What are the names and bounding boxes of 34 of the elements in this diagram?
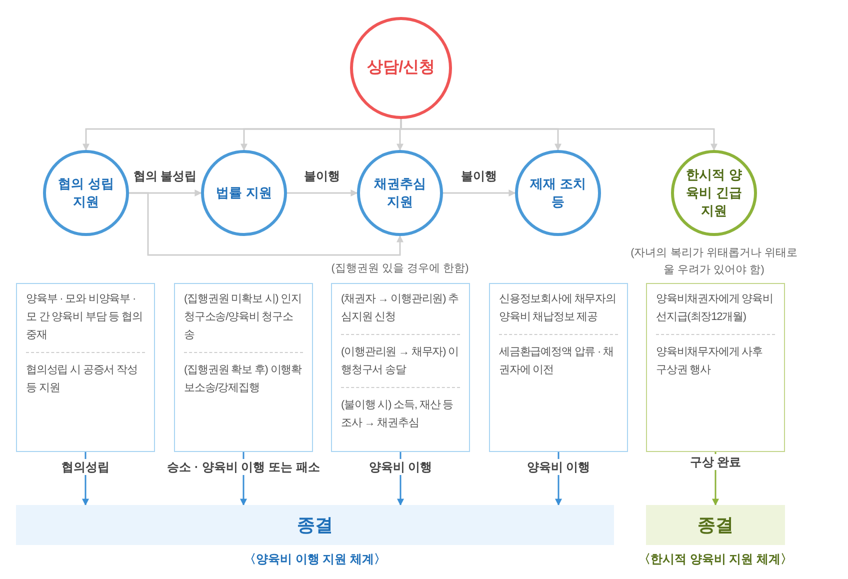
description-text: 양육부 · 모와 비양육부 · 모 간 양육비 부담 등 협의 중재 <box>26 292 144 343</box>
description-text: 협의성립 시 공증서 작성 등 지원 <box>26 363 138 396</box>
info-card <box>331 283 470 452</box>
description-text: (이행관리원 → 채무자) 이행청구서 송달 <box>341 345 460 378</box>
description-text: 양육비채권자에게 양육비 선지급(최장12개월) <box>656 292 774 325</box>
description-text: 양육비채무자에게 사후 구상권 행사 <box>656 345 764 378</box>
edge-label: 양육비 이행 <box>368 460 432 474</box>
caption-text: 〈양육비 이행 지원 체계〉 <box>244 551 386 568</box>
edge-label: 승소 · 양육비 이행 또는 패소 <box>167 460 320 474</box>
arrow <box>400 119 718 151</box>
info-card <box>174 283 313 452</box>
info-card <box>646 283 785 452</box>
description-text: 신용정보회사에 채무자의 양육비 채납정보 제공 <box>499 292 617 325</box>
arrow <box>443 190 516 196</box>
description-text: (채권자 → 이행관리원) 추심지원 신청 <box>341 292 460 325</box>
caption-text: (자녀의 복리가 위태롭거나 위태로울 우려가 있어야 함) <box>630 246 798 278</box>
edge-label: 양육비 이행 <box>526 460 590 474</box>
description-text: 세금환급예정액 압류 · 채권자에 이전 <box>499 345 614 378</box>
arrow <box>287 190 358 196</box>
end-band: 종결 <box>16 505 614 545</box>
end-band: 종결 <box>646 505 785 545</box>
description-text: (집행권원 확보 후) 이행확보소송/강제집행 <box>184 363 303 396</box>
edge-label: 불이행 <box>304 169 340 183</box>
description-text: (불이행 시) 소득, 재산 등 조사 → 채권추심 <box>341 398 454 431</box>
info-card <box>489 283 628 452</box>
arrow <box>129 192 404 256</box>
caption-text: 〈한시적 양육비 지원 체계〉 <box>638 551 792 568</box>
edge-label: 협의성립 <box>62 460 110 474</box>
edge-label: 협의 불성립 <box>133 169 197 183</box>
description-text: (집행권원 미확보 시) 인지 청구소송/양육비 청구소송 <box>184 292 302 343</box>
info-card <box>16 283 155 452</box>
edge-label: 구상 완료 <box>690 455 742 469</box>
edge-label: (집행권원 있을 경우에 한함) <box>331 262 469 274</box>
edge-label: 불이행 <box>461 169 497 183</box>
